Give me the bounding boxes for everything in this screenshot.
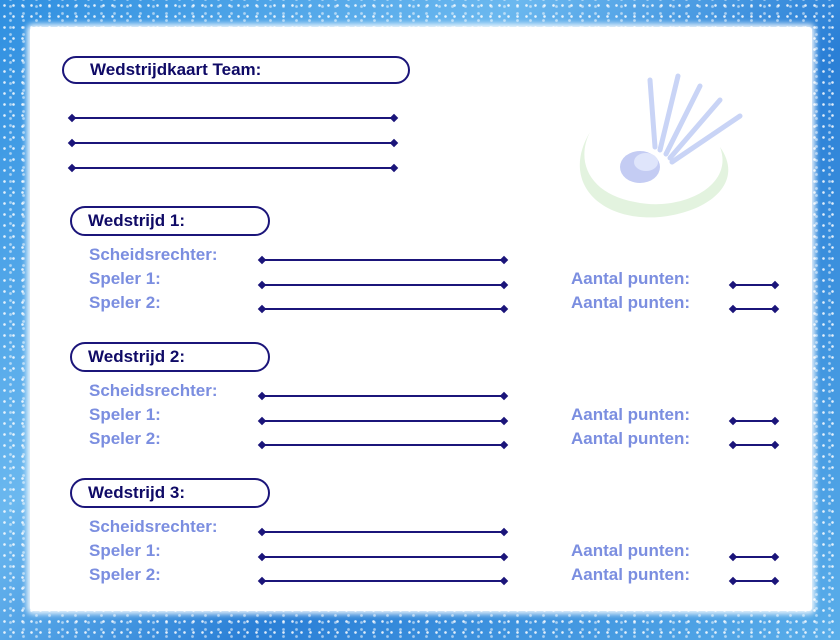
match-3-referee-label: Scheidsrechter: bbox=[89, 517, 218, 536]
match-1-player1-label: Speler 1: bbox=[89, 269, 161, 288]
team-name-line-2[interactable] bbox=[72, 142, 394, 144]
match-3-player2-line[interactable] bbox=[262, 580, 504, 582]
match-1-title: Wedstrijd 1: bbox=[70, 206, 270, 236]
match-3-points-label-1: Aantal punten: bbox=[571, 541, 690, 560]
match-1-player2-line[interactable] bbox=[262, 308, 504, 310]
match-1-points-label-2: Aantal punten: bbox=[571, 293, 690, 312]
match-1-player1-line[interactable] bbox=[262, 284, 504, 286]
match-2-points-label-1: Aantal punten: bbox=[571, 405, 690, 424]
match-3-player1-line[interactable] bbox=[262, 556, 504, 558]
match-1-referee-line[interactable] bbox=[262, 259, 504, 261]
badminton-shuttlecock-logo bbox=[579, 73, 743, 218]
match-1-referee-label: Scheidsrechter: bbox=[89, 245, 218, 264]
match-2-title: Wedstrijd 2: bbox=[70, 342, 270, 372]
match-1-player2-label: Speler 2: bbox=[89, 293, 161, 312]
match-3-points-line-2[interactable] bbox=[733, 580, 775, 582]
match-2-player2-label: Speler 2: bbox=[89, 429, 161, 448]
match-2-points-line-2[interactable] bbox=[733, 444, 775, 446]
match-2-referee-label: Scheidsrechter: bbox=[89, 381, 218, 400]
match-1-points-line-2[interactable] bbox=[733, 308, 775, 310]
match-1-points-label-1: Aantal punten: bbox=[571, 269, 690, 288]
match-2-points-label-2: Aantal punten: bbox=[571, 429, 690, 448]
match-2-player1-line[interactable] bbox=[262, 420, 504, 422]
match-2-points-line-1[interactable] bbox=[733, 420, 775, 422]
match-2-referee-line[interactable] bbox=[262, 395, 504, 397]
match-3-player2-label: Speler 2: bbox=[89, 565, 161, 584]
match-2-player1-label: Speler 1: bbox=[89, 405, 161, 424]
team-name-line-1[interactable] bbox=[72, 117, 394, 119]
match-3-referee-line[interactable] bbox=[262, 531, 504, 533]
card-title: Wedstrijdkaart Team: bbox=[62, 56, 410, 84]
match-2-player2-line[interactable] bbox=[262, 444, 504, 446]
match-3-points-line-1[interactable] bbox=[733, 556, 775, 558]
match-1-points-line-1[interactable] bbox=[733, 284, 775, 286]
team-name-line-3[interactable] bbox=[72, 167, 394, 169]
match-3-points-label-2: Aantal punten: bbox=[571, 565, 690, 584]
match-3-player1-label: Speler 1: bbox=[89, 541, 161, 560]
match-3-title: Wedstrijd 3: bbox=[70, 478, 270, 508]
